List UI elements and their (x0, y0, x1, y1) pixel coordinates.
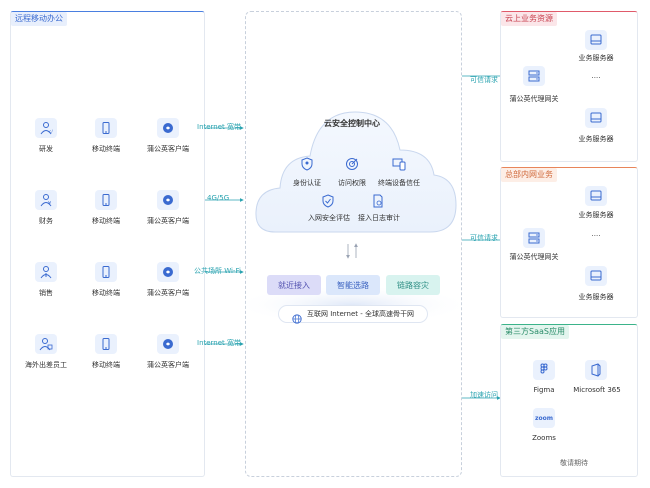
feature-access-permission: 访问权限 (338, 179, 366, 187)
device-label: 移动终端 (92, 145, 120, 153)
client-label: 蒲公英客户端 (147, 289, 189, 297)
role-label-sales: 销售 (39, 289, 53, 297)
coming-soon-label: 敬请期待 (560, 459, 588, 467)
ellipsis: ···· (591, 74, 601, 82)
internet-label: 互联网 Internet - 全球高速骨干网 (307, 310, 414, 318)
traveler-icon (35, 334, 57, 354)
app-label-microsoft365: Microsoft 365 (573, 386, 621, 394)
globe-icon (292, 309, 302, 324)
trusted-request-label: 可信请求 (470, 234, 498, 242)
feature-security-assessment: 入网安全评估 (308, 214, 350, 222)
proxy-gateway-icon (523, 66, 545, 86)
hq-intranet-title: 总部内网业务 (501, 168, 557, 182)
trusted-request-label: 可信请求 (470, 76, 498, 84)
device-label: 移动终端 (92, 361, 120, 369)
svg-text:</>: </> (48, 129, 53, 134)
client-label: 蒲公英客户端 (147, 217, 189, 225)
remote-office-title: 远程移动办公 (11, 12, 67, 26)
microsoft365-icon (585, 360, 607, 380)
log-audit-icon (371, 193, 385, 208)
role-label-travel: 海外出差员工 (25, 361, 67, 369)
pgy-client-icon (157, 334, 179, 354)
cloud-title: 云安全控制中心 (324, 119, 380, 128)
link-label: Internet 宽带 (197, 123, 242, 131)
client-label: 蒲公英客户端 (147, 361, 189, 369)
smart-routing-button[interactable]: 智能选路 (326, 275, 380, 295)
internet-backbone-bar: 互联网 Internet - 全球高速骨干网 (278, 305, 428, 324)
link-label: Internet 宽带 (197, 339, 242, 347)
mobile-device-icon (95, 262, 117, 282)
zoom-logo-text: zoom (535, 414, 553, 422)
device-label: 移动终端 (92, 217, 120, 225)
server-icon (585, 108, 607, 128)
link-failover-button[interactable]: 链路容灾 (386, 275, 440, 295)
app-label-zooms: Zooms (532, 434, 556, 442)
finance-icon: ¥ (35, 190, 57, 210)
access-permission-icon (345, 156, 359, 170)
remote-office-panel: 远程移动办公 (10, 11, 205, 477)
nearby-access-button[interactable]: 就近接入 (267, 275, 321, 295)
server-icon (585, 266, 607, 286)
link-label: 4G/5G (207, 194, 230, 202)
pgy-client-icon (157, 118, 179, 138)
server-label: 业务服务器 (578, 54, 614, 62)
saas-apps-title: 第三方SaaS应用 (501, 325, 569, 339)
pgy-client-icon (157, 190, 179, 210)
svg-text:¥: ¥ (48, 201, 51, 207)
device-trust-icon (392, 156, 406, 171)
zoom-icon: zoom (533, 408, 555, 428)
pgy-client-icon (157, 262, 179, 282)
sales-icon (35, 262, 57, 282)
server-label: 业务服务器 (578, 135, 614, 143)
device-label: 移动终端 (92, 289, 120, 297)
proxy-gateway-icon (523, 228, 545, 248)
center-dashed-frame (245, 11, 462, 477)
role-label-finance: 财务 (39, 217, 53, 225)
feature-identity-auth: 身份认证 (293, 179, 321, 187)
developer-icon: </> (35, 118, 57, 138)
identity-auth-icon (300, 156, 314, 171)
app-label-figma: Figma (533, 386, 555, 394)
figma-icon (533, 360, 555, 380)
feature-device-trust: 终端设备信任 (378, 179, 420, 187)
security-assessment-icon (321, 193, 335, 208)
saas-apps-panel: 第三方SaaS应用 (500, 324, 638, 477)
ellipsis: ···· (591, 232, 601, 240)
link-label: 公共场所 Wi-Fi (194, 267, 241, 275)
role-label-dev: 研发 (39, 145, 53, 153)
client-label: 蒲公英客户端 (147, 145, 189, 153)
mobile-device-icon (95, 118, 117, 138)
server-label: 业务服务器 (578, 293, 614, 301)
feature-log-audit: 接入日志审计 (358, 214, 400, 222)
server-label: 业务服务器 (578, 211, 614, 219)
accelerated-access-label: 加速访问 (470, 391, 498, 399)
proxy-gateway-label: 蒲公英代理网关 (509, 253, 559, 261)
mobile-device-icon (95, 190, 117, 210)
mobile-device-icon (95, 334, 117, 354)
server-icon (585, 30, 607, 50)
proxy-gateway-label: 蒲公英代理网关 (509, 95, 559, 103)
server-icon (585, 186, 607, 206)
cloud-resources-title: 云上业务资源 (501, 12, 557, 26)
cloud-resources-panel: 云上业务资源 (500, 11, 638, 162)
